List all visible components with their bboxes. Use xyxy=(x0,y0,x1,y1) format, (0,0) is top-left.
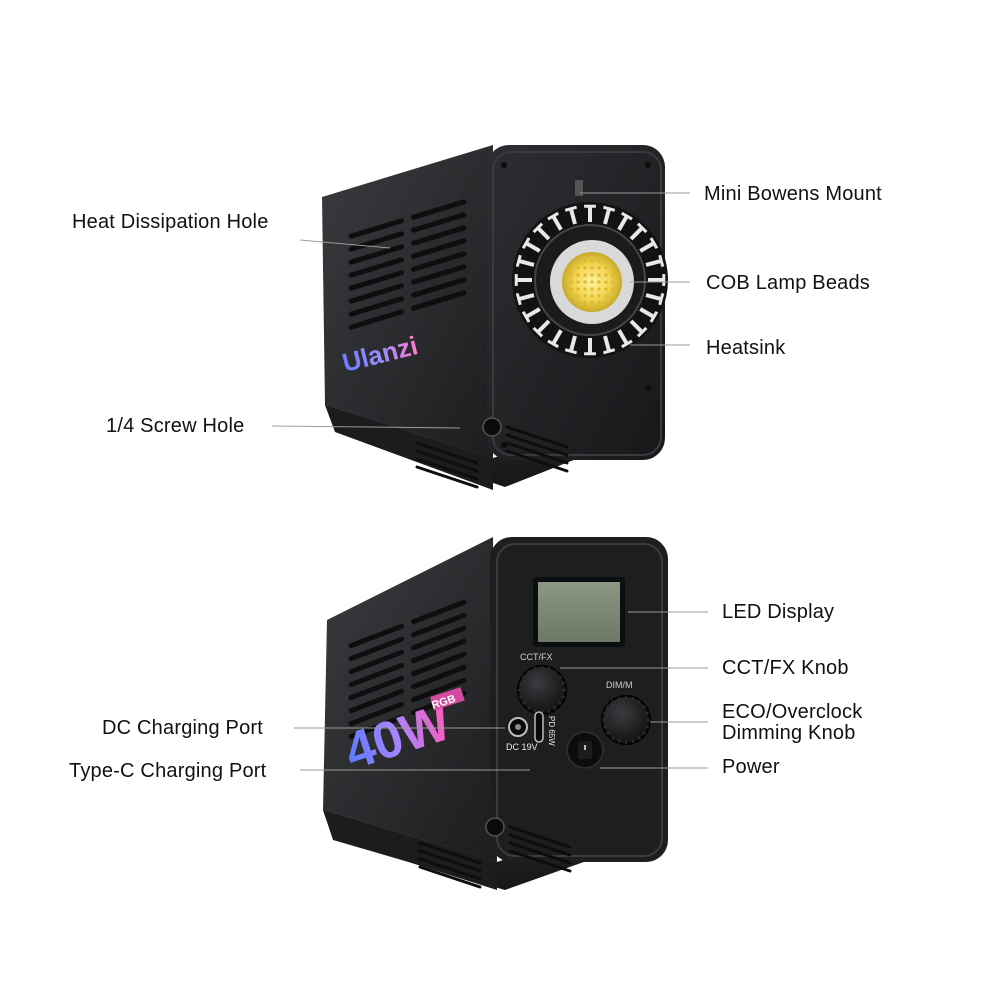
top-side-face xyxy=(322,145,493,458)
heat-dissipation-vents xyxy=(348,199,467,330)
callout-led-display: LED Display xyxy=(722,601,835,623)
callout-cob-beads: COB Lamp Beads xyxy=(706,272,870,294)
callout-heat-dissipation: Heat Dissipation Hole xyxy=(72,211,269,233)
led-display-screen xyxy=(538,582,620,642)
eco-dimming-knob[interactable] xyxy=(601,695,651,745)
callout-dc-charging: DC Charging Port xyxy=(102,717,264,739)
leader-lines xyxy=(271,192,708,771)
pd-port-label: PD 65W xyxy=(547,716,556,746)
type-c-port-icon xyxy=(534,711,544,743)
dc-port-label: DC 19V xyxy=(506,742,538,752)
bottom-screw-hole-icon xyxy=(485,817,505,837)
knob1-label: CCT/FX xyxy=(520,652,553,662)
callout-typec-charging: Type-C Charging Port xyxy=(69,760,267,782)
callout-cct-knob: CCT/FX Knob xyxy=(722,657,849,679)
callout-screw-hole: 1/4 Screw Hole xyxy=(106,415,245,437)
mini-bowens-mount-tab xyxy=(575,180,583,196)
callout-heatsink: Heatsink xyxy=(706,337,786,359)
bottom-light-unit: 40W RGB CCT/FX DIM/M DC 19V PD 65W xyxy=(323,537,668,890)
bottom-vents xyxy=(415,425,569,489)
knob2-label: DIM/M xyxy=(606,680,633,690)
bottom-side-face xyxy=(323,537,497,862)
callout-mini-bowens: Mini Bowens Mount xyxy=(704,183,882,205)
screw-hole-icon xyxy=(482,417,502,437)
callout-eco-line1: ECO/Overclock xyxy=(722,701,863,723)
callout-eco-line2: Dimming Knob xyxy=(722,722,856,744)
callout-power: Power xyxy=(722,756,780,778)
top-light-unit: Ulanzi xyxy=(322,145,668,490)
cct-fx-knob[interactable] xyxy=(517,665,567,715)
